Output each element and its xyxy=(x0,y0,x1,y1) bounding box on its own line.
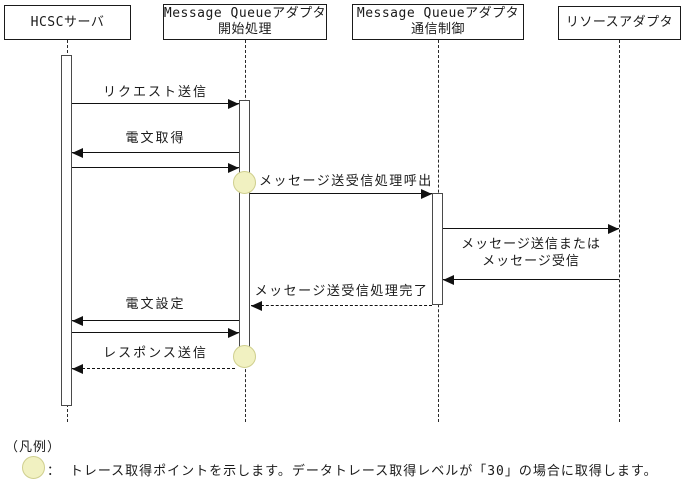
trace-point-icon xyxy=(233,171,256,194)
actor-label: HCSCサーバ xyxy=(30,14,105,30)
lifeline-resource-adapter xyxy=(619,40,620,422)
arrow-response-send xyxy=(72,364,235,374)
trace-point-icon xyxy=(233,345,256,368)
message-label-request-send: リクエスト送信 xyxy=(102,85,208,100)
message-label-telegram-get: 電文取得 xyxy=(125,131,186,146)
activation-hcsc-server xyxy=(61,55,72,406)
arrow-msg-proc-complete xyxy=(251,301,432,311)
arrowhead-right-icon xyxy=(228,99,239,109)
arrowhead-right-icon xyxy=(228,163,239,173)
activation-mq-adapter-comm xyxy=(432,193,443,305)
arrowhead-left-icon xyxy=(443,275,454,285)
arrow-request-send xyxy=(72,99,239,109)
arrow-telegram-set xyxy=(72,316,239,326)
arrowhead-left-icon xyxy=(72,316,83,326)
arrow-msg-send-to-resource xyxy=(443,224,619,234)
arrow-telegram-get xyxy=(72,148,239,158)
arrow-msg-proc-call xyxy=(250,189,432,199)
arrowhead-right-icon xyxy=(608,224,619,234)
actor-label: 開始処理 xyxy=(217,22,272,37)
legend-title: （凡例） xyxy=(5,440,62,455)
arrow-telegram-get-return xyxy=(72,163,239,173)
message-label-msg-proc-call: メッセージ送受信処理呼出 xyxy=(259,174,433,189)
arrowhead-right-icon xyxy=(421,189,432,199)
actor-resource-adapter: リソースアダプタ xyxy=(558,6,681,40)
message-label-msg-send-or-recv: メッセージ送信または メッセージ受信 xyxy=(461,237,601,269)
arrowhead-left-icon xyxy=(251,301,262,311)
actor-label: リソースアダプタ xyxy=(565,15,674,30)
arrowhead-left-icon xyxy=(72,148,83,158)
actor-mq-adapter-start: Message Queueアダプタ 開始処理 xyxy=(163,4,327,40)
message-label-response-send: レスポンス送信 xyxy=(103,346,208,361)
arrowhead-right-icon xyxy=(228,328,239,338)
trace-point-legend-icon xyxy=(22,456,45,479)
message-label-telegram-set: 電文設定 xyxy=(125,297,186,312)
actor-label: Message Queueアダプタ xyxy=(163,6,327,21)
activation-mq-adapter-start xyxy=(239,100,250,362)
actor-label: Message Queueアダプタ xyxy=(356,6,520,21)
arrowhead-left-icon xyxy=(72,364,83,374)
message-label-msg-proc-complete: メッセージ送受信処理完了 xyxy=(254,284,429,299)
actor-hcsc-server: HCSCサーバ xyxy=(4,5,131,40)
actor-label: 通信制御 xyxy=(410,22,465,37)
legend-trace-point-text: ： トレース取得ポイントを示します。データトレース取得レベルが「30」の場合に取… xyxy=(47,464,658,479)
actor-mq-adapter-comm: Message Queueアダプタ 通信制御 xyxy=(352,4,524,40)
arrow-telegram-set-return xyxy=(72,328,239,338)
arrow-msg-recv-from-resource xyxy=(443,275,619,285)
